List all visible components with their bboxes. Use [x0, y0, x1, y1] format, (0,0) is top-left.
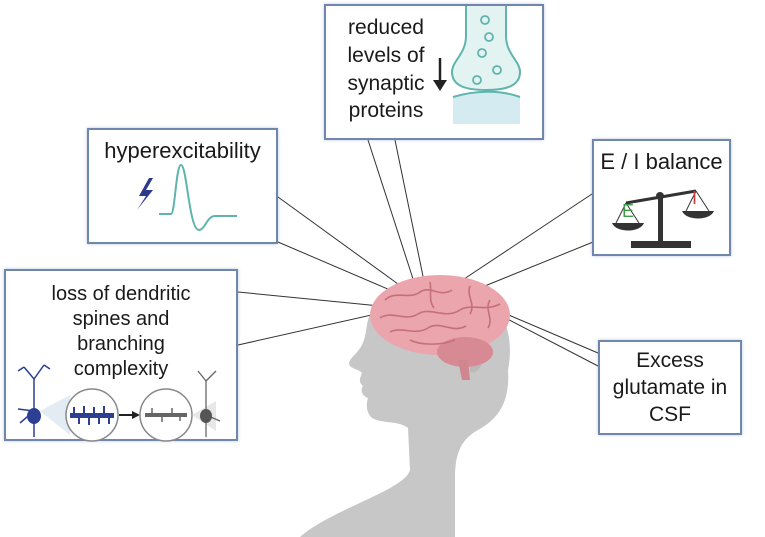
- glutamate-text-1: Excess: [636, 349, 704, 372]
- synaptic-proteins-box: reduced levels of synaptic proteins: [324, 4, 544, 140]
- glutamate-box: Excess glutamate in CSF: [598, 340, 742, 435]
- synaptic-text-4: proteins: [348, 99, 424, 122]
- glutamate-text-3: CSF: [649, 403, 691, 426]
- synaptic-text-1: reduced: [348, 16, 424, 39]
- dendritic-text-3: branching: [77, 333, 165, 355]
- hyperexcitability-label: hyperexcitability: [104, 138, 261, 163]
- synaptic-text-2: levels of: [347, 44, 425, 67]
- synapse-illustration: [433, 6, 522, 124]
- brain-icon: [370, 275, 510, 380]
- dendritic-text-4: complexity: [73, 358, 169, 380]
- healthy-neuron-icon: [17, 364, 51, 437]
- synaptic-text-3: synaptic: [347, 72, 425, 95]
- balance-i-label: I: [692, 188, 698, 208]
- dendritic-spines-box: loss of dendritic spines and branching c…: [4, 269, 238, 442]
- balance-e-label: E: [622, 201, 635, 221]
- neuron-illustration: [17, 364, 221, 442]
- ei-balance-label: E / I balance: [600, 149, 723, 174]
- dendritic-text-1: loss of dendritic: [51, 283, 191, 305]
- lightning-icon: [137, 178, 153, 210]
- dendritic-text-2: spines and: [72, 308, 170, 330]
- glutamate-text-2: glutamate in: [612, 376, 728, 399]
- action-potential-illustration: [137, 163, 237, 232]
- balance-scale-icon: [612, 189, 714, 248]
- hyperexcitability-box: hyperexcitability: [87, 128, 278, 244]
- degenerated-neuron-icon: [197, 370, 221, 437]
- ei-balance-box: E / I balance E I: [592, 139, 731, 256]
